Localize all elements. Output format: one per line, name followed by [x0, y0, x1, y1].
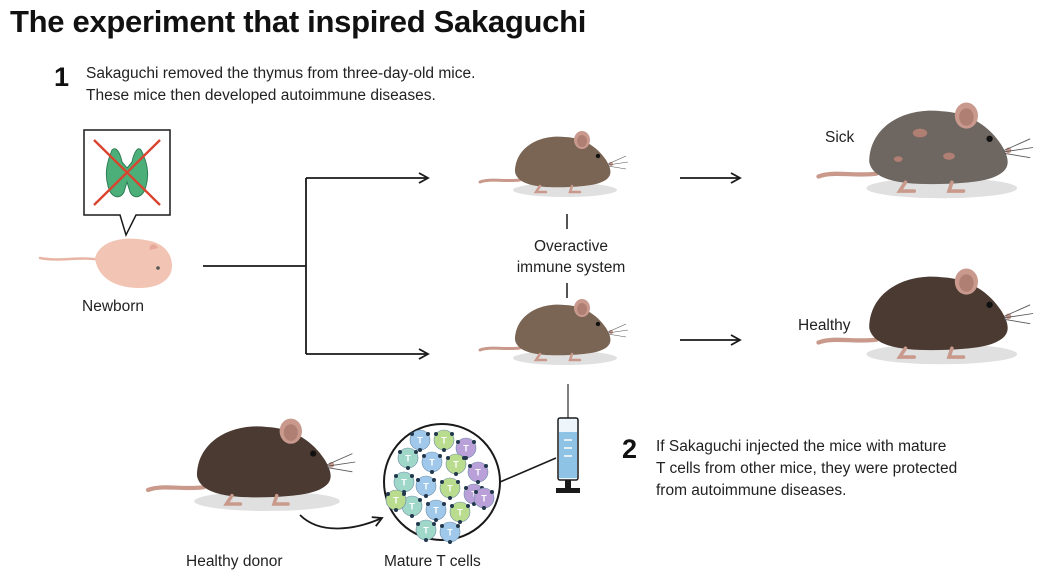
svg-text:T: T — [447, 528, 453, 538]
newborn-label: Newborn — [82, 298, 145, 315]
branch-connector — [203, 172, 430, 360]
svg-text:T: T — [423, 526, 429, 536]
sick-label: Sick — [825, 129, 855, 146]
healthy-donor-mouse-icon — [148, 419, 355, 511]
thymectomized-mouse-top-icon — [478, 129, 630, 199]
thymus-removed-box — [83, 129, 171, 238]
t-cell: T — [449, 501, 471, 524]
t-cell: T — [409, 429, 431, 452]
t-cell: T — [421, 451, 443, 474]
svg-text:T: T — [471, 490, 477, 500]
step-2-line-1: If Sakaguchi injected the mice with matu… — [656, 438, 947, 455]
healthy-label: Healthy — [798, 317, 851, 334]
step-1-line-2: These mice then developed autoimmune dis… — [86, 87, 436, 104]
mature-t-cells-label: Mature T cells — [384, 553, 481, 570]
svg-text:T: T — [457, 508, 463, 518]
t-cell: T — [439, 521, 461, 544]
cells-to-syringe-line — [499, 457, 557, 483]
healthy-donor-label: Healthy donor — [186, 553, 283, 570]
svg-text:T: T — [481, 494, 487, 504]
svg-text:T: T — [393, 496, 399, 506]
t-cell: T — [439, 477, 461, 500]
healthy-mouse-icon — [819, 269, 1034, 365]
t-cell: T — [415, 475, 437, 498]
t-cell: T — [433, 429, 455, 452]
newborn-mouse-icon — [38, 238, 172, 288]
svg-text:T: T — [453, 460, 459, 470]
svg-text:T: T — [447, 484, 453, 494]
svg-text:T: T — [433, 506, 439, 516]
overactive-line-2: immune system — [516, 259, 626, 276]
arrow-donor-to-cells — [299, 514, 384, 530]
t-cell: T — [473, 487, 495, 510]
svg-text:T: T — [441, 436, 447, 446]
step-1-line-1: Sakaguchi removed the thymus from three-… — [86, 65, 476, 82]
overactive-label: Overactive immune system — [496, 236, 646, 278]
step-2-line-3: from autoimmune diseases. — [656, 482, 847, 499]
thymectomized-mouse-bottom-icon — [478, 297, 630, 367]
t-cell: T — [455, 437, 477, 460]
t-cell: T — [385, 489, 407, 512]
step-2-text: If Sakaguchi injected the mice with matu… — [656, 436, 957, 502]
t-cell: T — [415, 519, 437, 542]
t-cell: T — [467, 461, 489, 484]
t-cell: T — [425, 499, 447, 522]
t-cell: T — [445, 453, 467, 476]
step-2-line-2: T cells from other mice, they were prote… — [656, 460, 958, 477]
step-2-number: 2 — [622, 434, 638, 464]
step-1-text: Sakaguchi removed the thymus from three-… — [86, 63, 475, 107]
step-1-number: 1 — [54, 62, 70, 92]
overactive-line-1: Overactive — [533, 238, 609, 255]
syringe-icon — [556, 384, 580, 493]
svg-text:T: T — [475, 468, 481, 478]
svg-text:T: T — [417, 436, 423, 446]
svg-text:T: T — [423, 482, 429, 492]
svg-text:T: T — [409, 502, 415, 512]
sick-mouse-icon — [819, 103, 1034, 199]
page-title: The experiment that inspired Sakaguchi — [10, 4, 587, 39]
svg-text:T: T — [405, 454, 411, 464]
t-cell: T — [397, 447, 419, 470]
svg-text:T: T — [401, 478, 407, 488]
svg-text:T: T — [429, 458, 435, 468]
svg-text:T: T — [463, 444, 469, 454]
